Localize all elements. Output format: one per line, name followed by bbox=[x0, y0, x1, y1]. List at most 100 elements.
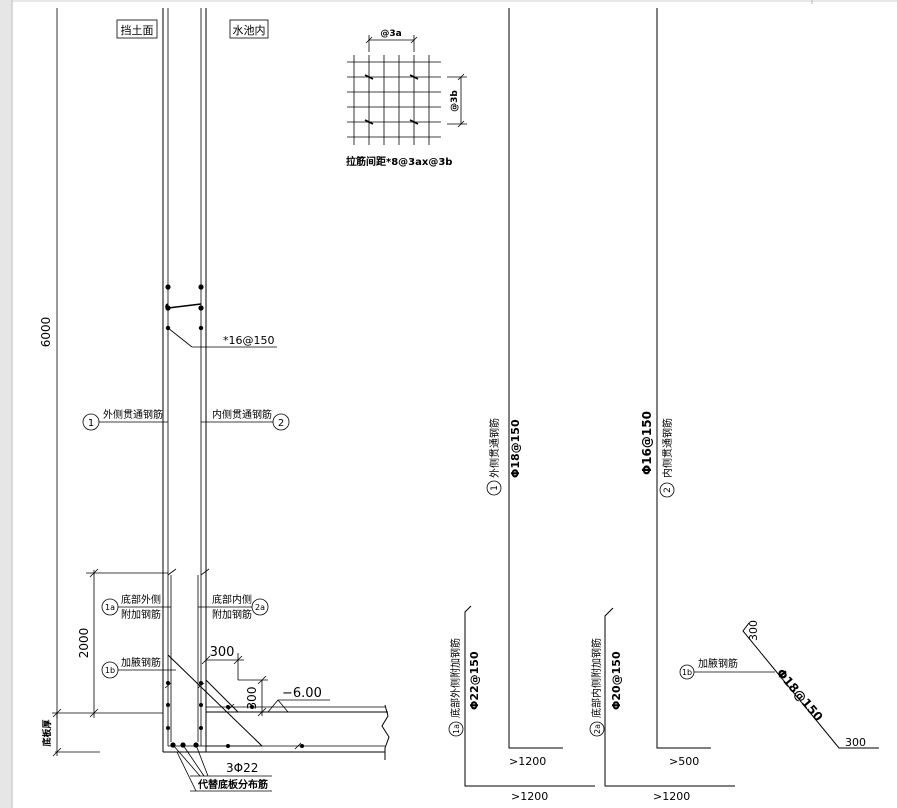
bar-2-marker bbox=[659, 482, 675, 498]
marker-1a: 1a bbox=[105, 603, 115, 612]
tick bbox=[294, 742, 302, 750]
break-line bbox=[381, 704, 390, 760]
slab-thickness-text: 底板厚 bbox=[41, 719, 53, 746]
tick bbox=[164, 682, 172, 689]
bar-1a-marker-num: 1a bbox=[452, 724, 461, 734]
haunch-bar-label: 加腋钢筋 bbox=[121, 656, 161, 669]
bar-1-marker bbox=[486, 480, 502, 496]
dim-tick bbox=[365, 36, 373, 44]
leader-corner bbox=[182, 744, 205, 777]
marker-1: 1 bbox=[88, 418, 94, 429]
dim-tick bbox=[257, 707, 267, 717]
bar-2a-anchor: >1200 bbox=[653, 790, 690, 803]
dim-tick bbox=[89, 568, 99, 578]
bar-1a-shape bbox=[464, 605, 595, 787]
bar-1b-shape bbox=[742, 622, 879, 749]
tick bbox=[197, 682, 205, 689]
bar-1-detail: >1200 1 外侧贯通钢筋 Φ18@150 bbox=[486, 8, 563, 768]
bar-2-detail: >500 2 Φ16@150 内侧贯通钢筋 bbox=[640, 8, 711, 768]
bar-dot bbox=[166, 681, 170, 685]
grid-dim-a: @3a bbox=[380, 29, 401, 39]
tie-dot bbox=[198, 325, 204, 331]
elev-mark bbox=[277, 699, 289, 713]
bar-1b-leg-b: 300 bbox=[845, 736, 866, 749]
bar-1b-marker-num: 1b bbox=[682, 668, 692, 677]
leader-corner bbox=[172, 744, 201, 777]
tie-bar-text: *16@150 bbox=[223, 334, 275, 347]
bottom-outer-label-2: 附加钢筋 bbox=[121, 608, 161, 621]
marker-1b: 1b bbox=[105, 666, 115, 675]
tie-caption: 拉筋间距*8@3ax@3b bbox=[346, 155, 452, 168]
elevation-text: −6.00 bbox=[282, 686, 322, 701]
height-bottom-text: 2000 bbox=[77, 628, 91, 659]
dim-tick bbox=[410, 36, 418, 44]
replace-slab-text: 代替底板分布筋 bbox=[197, 778, 268, 791]
bar-2-marker-num: 2 bbox=[663, 487, 673, 493]
bar-2-anchor: >500 bbox=[669, 755, 699, 768]
bar-dot bbox=[199, 726, 203, 730]
dim-tick bbox=[457, 120, 465, 128]
bar-2a-shape bbox=[604, 607, 735, 787]
tie-dot bbox=[198, 305, 204, 311]
bar-2-spec: Φ16@150 bbox=[640, 411, 654, 475]
bar-2a-spec: Φ20@150 bbox=[610, 651, 623, 710]
tie-mark bbox=[409, 74, 419, 80]
bar-dot bbox=[199, 681, 203, 685]
tie-mark bbox=[409, 119, 419, 125]
soil-side-label: 挡土面 bbox=[121, 23, 154, 37]
haunch-edge bbox=[205, 679, 239, 713]
tie-hook bbox=[165, 303, 202, 311]
haunch-dim-text: 300 bbox=[210, 645, 235, 660]
dim-tick bbox=[201, 655, 211, 665]
leader-corner bbox=[195, 744, 209, 777]
bar-dot bbox=[226, 705, 230, 709]
bar-2-shape bbox=[656, 8, 711, 749]
bar-1-shape bbox=[508, 8, 563, 749]
tie-mark bbox=[364, 74, 374, 80]
bar-2a-marker-num: 2a bbox=[593, 724, 602, 734]
bar-1-spec: Φ18@150 bbox=[509, 419, 522, 478]
dim-tick bbox=[257, 675, 267, 685]
dim-tick bbox=[52, 747, 62, 757]
tie-mark bbox=[364, 119, 374, 125]
bar-dot bbox=[166, 703, 170, 707]
bar-1-anchor: >1200 bbox=[509, 755, 546, 768]
bar-dot bbox=[250, 705, 254, 709]
bar-1-name: 外侧贯通钢筋 bbox=[488, 418, 501, 478]
corner-bars-text: 3Φ22 bbox=[226, 761, 258, 775]
left-gutter bbox=[0, 0, 12, 808]
bar-1b-detail: 1b 加腋钢筋 300 300 Φ18@150 bbox=[679, 620, 879, 749]
bar-2a-marker bbox=[589, 721, 605, 737]
soil-side-box bbox=[116, 19, 158, 39]
bar-2a-detail: >1200 2a 底部内侧附加钢筋 Φ20@150 bbox=[589, 607, 735, 803]
marker-2a: 2a bbox=[255, 603, 265, 612]
elev-mark bbox=[267, 699, 279, 713]
tie-grid: @3a @3b 拉筋间距*8@3ax@3b bbox=[346, 29, 467, 168]
bottom-outer-label-1: 底部外侧 bbox=[121, 593, 161, 606]
grid-dim-b: @3b bbox=[450, 90, 460, 112]
leader-replace bbox=[176, 751, 197, 792]
tick bbox=[227, 703, 235, 711]
haunch-height-text: 300 bbox=[245, 687, 259, 710]
bottom-inner-label-2: 附加钢筋 bbox=[212, 608, 252, 621]
dim-tick bbox=[89, 708, 99, 718]
bar-1a-anchor: >1200 bbox=[511, 790, 548, 803]
wall-section bbox=[162, 8, 390, 760]
tie-dot bbox=[198, 284, 204, 290]
inner-through-label: 内侧贯通钢筋 bbox=[212, 408, 272, 421]
pool-side-box bbox=[229, 19, 269, 39]
dim-tick bbox=[457, 73, 465, 81]
bar-1b-spec: Φ18@150 bbox=[774, 666, 826, 724]
bar-dot bbox=[199, 703, 203, 707]
bar-1a-detail: >1200 1a 底部外侧附加钢筋 Φ22@150 bbox=[448, 605, 595, 803]
bar-dot bbox=[166, 726, 170, 730]
pool-side-label: 水池内 bbox=[233, 23, 266, 37]
height-total-text: 6000 bbox=[39, 317, 53, 348]
outer-through-label: 外侧贯通钢筋 bbox=[103, 408, 163, 421]
bar-end-tick bbox=[167, 568, 177, 576]
bottom-inner-label-1: 底部内侧 bbox=[212, 593, 252, 606]
dim-tick bbox=[233, 655, 243, 665]
bar-1-marker-num: 1 bbox=[490, 485, 500, 491]
bar-1a-name: 底部外侧附加钢筋 bbox=[449, 638, 462, 718]
